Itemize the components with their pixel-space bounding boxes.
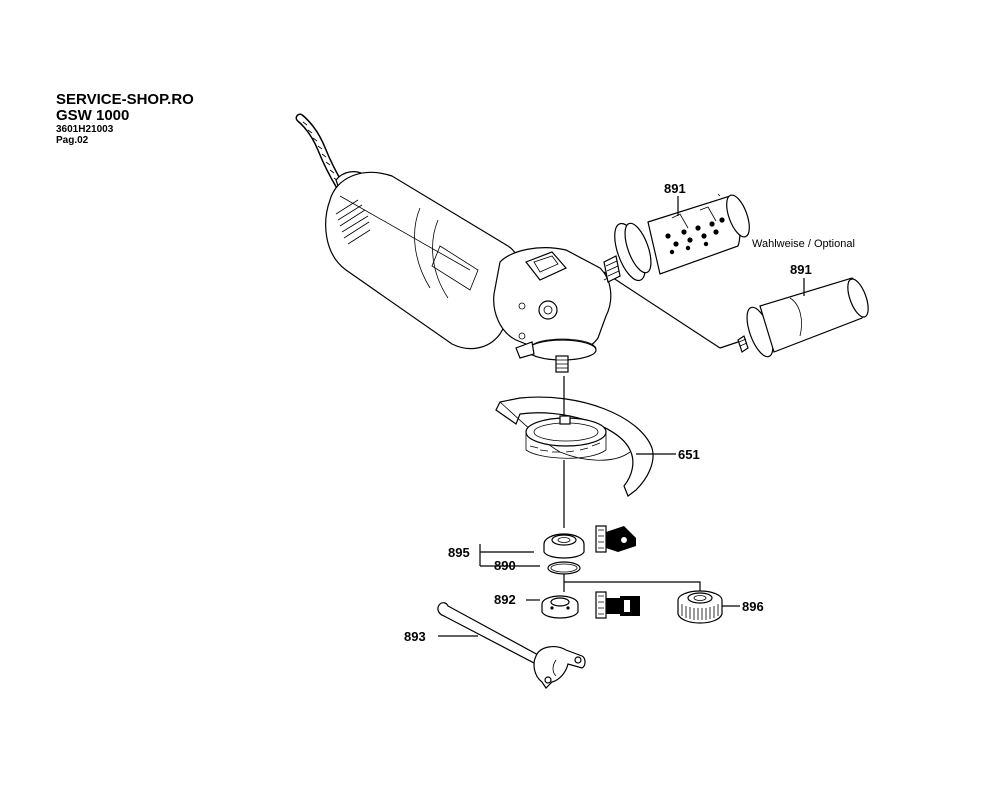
- model-name: GSW 1000: [56, 107, 130, 124]
- part-code: 3601H21003: [56, 124, 114, 135]
- label-895: 895: [448, 545, 470, 560]
- page-number: Pag.02: [56, 135, 89, 146]
- pin-spanner: [437, 602, 586, 689]
- clamping-nut: [541, 595, 579, 619]
- label-893: 893: [404, 629, 426, 644]
- label-896: 896: [742, 599, 764, 614]
- side-handle-standard: [719, 277, 869, 358]
- quick-clamping-nut: [677, 590, 723, 624]
- flange-detail-icon: [595, 525, 636, 553]
- optional-note: Wahlweise / Optional: [752, 238, 855, 250]
- angle-grinder-body: [295, 113, 721, 373]
- support-flange: [543, 533, 585, 559]
- label-890: 890: [494, 558, 516, 573]
- leader-896-branch: [564, 581, 701, 592]
- label-891-bottom: 891: [790, 262, 812, 277]
- label-892: 892: [494, 592, 516, 607]
- wheel-guard: [495, 396, 654, 497]
- leader-895-890: [479, 544, 540, 567]
- label-651: 651: [678, 447, 700, 462]
- side-handle-grip: [603, 193, 750, 283]
- drawing-header: SERVICE-SHOP.RO GSW 1000 3601H21003 Pag.…: [56, 92, 194, 146]
- label-891-top: 891: [664, 181, 686, 196]
- clamp-nut-detail-icon: [595, 591, 640, 619]
- o-ring: [547, 561, 581, 575]
- shop-name: SERVICE-SHOP.RO: [56, 91, 194, 108]
